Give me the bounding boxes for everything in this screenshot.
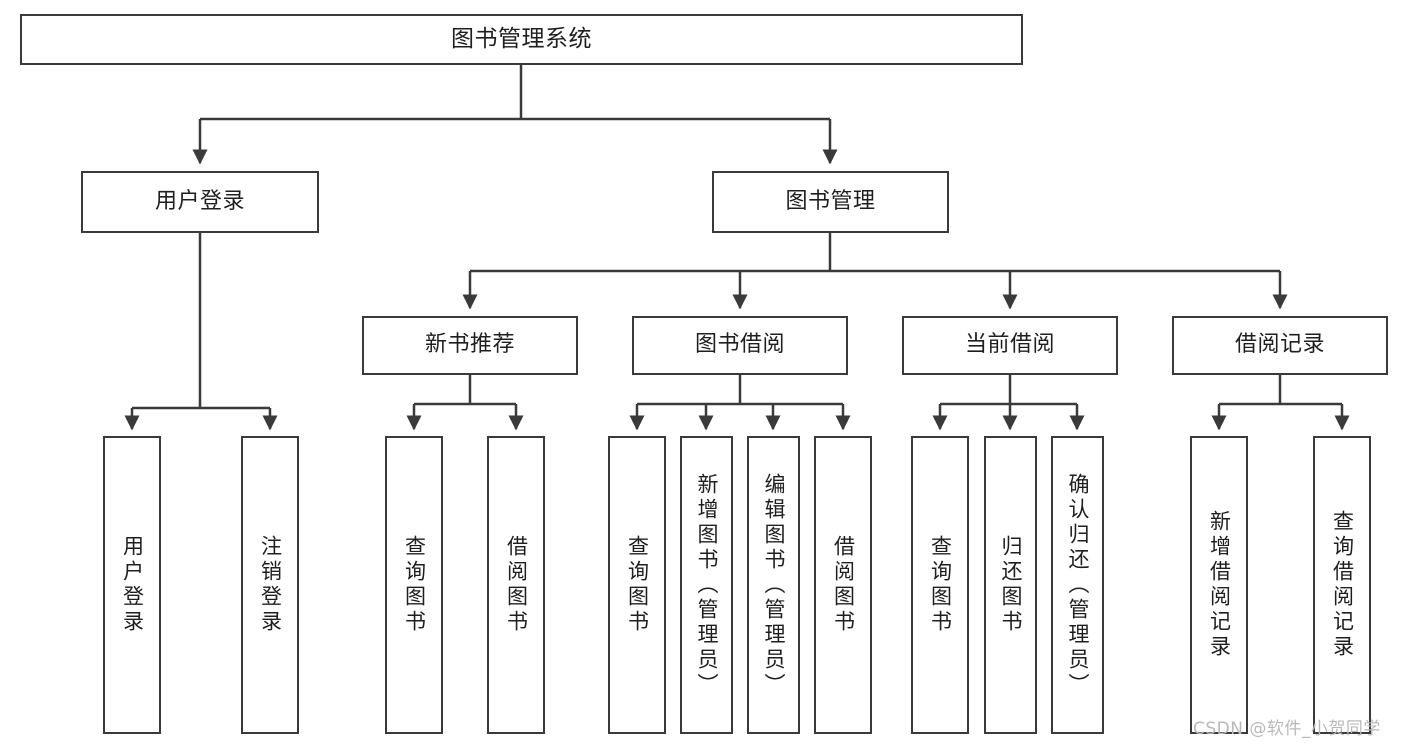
node-leaf-query-book-3-label: 查询图书 xyxy=(928,535,953,635)
node-root[interactable]: 图书管理系统 xyxy=(20,14,1023,65)
node-new-book-recommend[interactable]: 新书推荐 xyxy=(362,316,578,375)
node-book-manage[interactable]: 图书管理 xyxy=(712,171,949,233)
node-leaf-return-book[interactable]: 归还图书 xyxy=(984,436,1037,734)
node-borrow-record-label: 借阅记录 xyxy=(1234,332,1325,358)
node-leaf-add-record-label: 新增借阅记录 xyxy=(1207,510,1232,660)
node-book-borrow-label: 图书借阅 xyxy=(694,332,785,358)
node-book-borrow[interactable]: 图书借阅 xyxy=(632,316,848,375)
node-new-book-recommend-label: 新书推荐 xyxy=(424,332,515,358)
node-leaf-edit-book-label: 编辑图书（管理员） xyxy=(762,472,786,698)
node-leaf-query-record-label: 查询借阅记录 xyxy=(1330,510,1355,660)
node-leaf-add-record[interactable]: 新增借阅记录 xyxy=(1190,436,1248,734)
node-book-manage-label: 图书管理 xyxy=(785,188,876,214)
node-leaf-confirm-return[interactable]: 确认归还（管理员） xyxy=(1051,436,1104,734)
node-leaf-user-login[interactable]: 用户登录 xyxy=(103,436,161,734)
node-leaf-add-book-label: 新增图书（管理员） xyxy=(695,472,719,698)
node-root-label: 图书管理系统 xyxy=(451,25,592,52)
csdn-watermark: CSDN @软件_小贺同学 xyxy=(1193,719,1381,739)
node-leaf-confirm-return-label: 确认归还（管理员） xyxy=(1066,472,1090,698)
node-leaf-user-login-label: 用户登录 xyxy=(120,535,145,635)
node-leaf-borrow-book-1[interactable]: 借阅图书 xyxy=(487,436,545,734)
node-leaf-query-book-1-label: 查询图书 xyxy=(402,535,427,635)
node-leaf-borrow-book-2[interactable]: 借阅图书 xyxy=(814,436,872,734)
node-borrow-record[interactable]: 借阅记录 xyxy=(1172,316,1388,375)
node-leaf-query-book-1[interactable]: 查询图书 xyxy=(385,436,443,734)
node-user-login[interactable]: 用户登录 xyxy=(81,171,319,233)
node-current-borrow[interactable]: 当前借阅 xyxy=(902,316,1118,375)
node-leaf-borrow-book-2-label: 借阅图书 xyxy=(831,535,856,635)
node-leaf-query-record[interactable]: 查询借阅记录 xyxy=(1313,436,1371,734)
node-leaf-logout[interactable]: 注销登录 xyxy=(241,436,299,734)
node-leaf-borrow-book-1-label: 借阅图书 xyxy=(504,535,529,635)
node-leaf-return-book-label: 归还图书 xyxy=(999,535,1023,635)
node-leaf-query-book-3[interactable]: 查询图书 xyxy=(911,436,969,734)
node-leaf-query-book-2-label: 查询图书 xyxy=(625,535,650,635)
node-current-borrow-label: 当前借阅 xyxy=(964,332,1055,358)
node-leaf-edit-book[interactable]: 编辑图书（管理员） xyxy=(747,436,800,734)
node-user-login-label: 用户登录 xyxy=(154,188,245,214)
node-leaf-query-book-2[interactable]: 查询图书 xyxy=(608,436,666,734)
node-leaf-logout-label: 注销登录 xyxy=(258,535,283,635)
node-leaf-add-book[interactable]: 新增图书（管理员） xyxy=(680,436,733,734)
